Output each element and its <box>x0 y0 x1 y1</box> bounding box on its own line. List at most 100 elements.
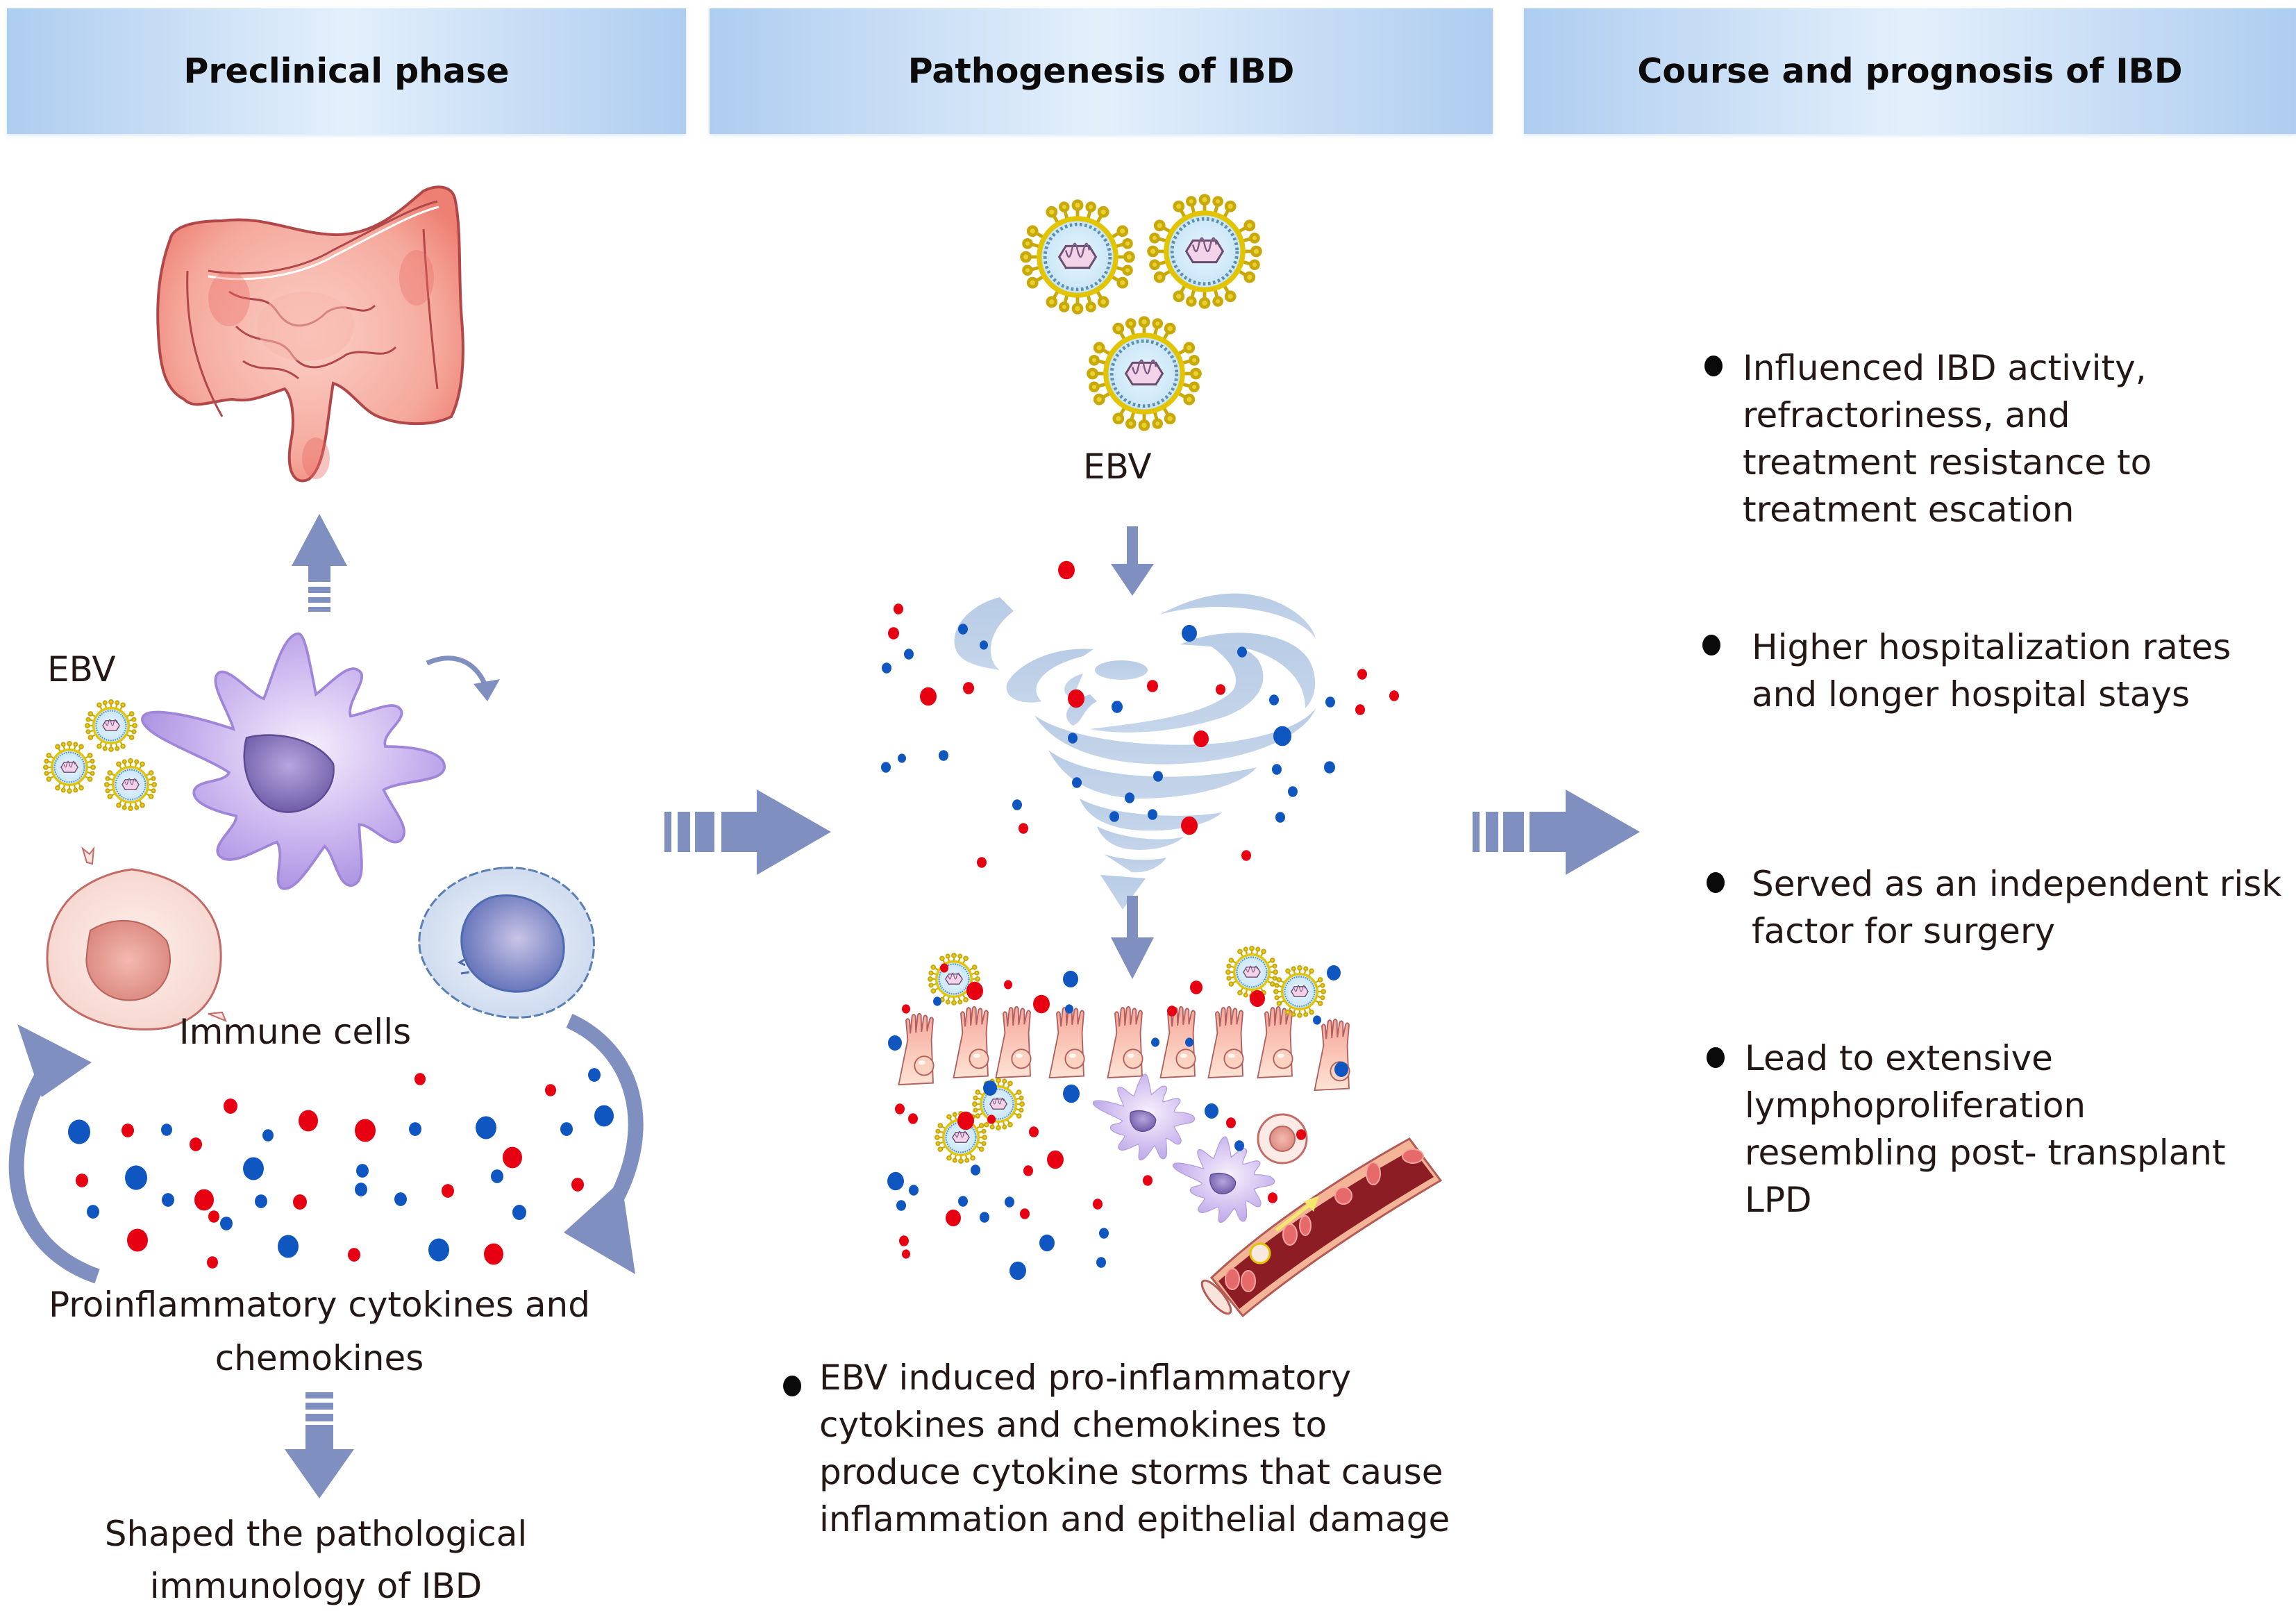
cytokine-dot-red <box>1167 1005 1177 1017</box>
epithelial-cell <box>1048 1005 1085 1079</box>
cytokine-dot-blue <box>1096 1257 1106 1268</box>
course-bullet-1-line4: treatment escation <box>1743 490 2075 530</box>
cytokine-dot-blue <box>909 1185 919 1196</box>
header-course-title: Course and prognosis of IBD <box>1637 51 2183 91</box>
bullet-icon <box>1707 1047 1725 1068</box>
epithelial-cell <box>1314 1018 1350 1092</box>
bullet-icon <box>1702 635 1720 655</box>
bullet-icon <box>1707 872 1725 893</box>
cytokine-dot-blue <box>1269 694 1279 705</box>
cytokine-dot-blue <box>255 1194 267 1208</box>
cytokine-dot-blue <box>980 1212 989 1223</box>
cytokine-dot-blue <box>904 649 914 660</box>
cytokine-dot-blue <box>939 750 948 761</box>
cytokine-dot-red <box>207 1256 218 1269</box>
cytokine-dot-red <box>966 981 983 1001</box>
cytokine-dot-red <box>1047 1150 1064 1169</box>
cytokine-dot-red <box>1357 669 1367 680</box>
cytokine-dot-red <box>571 1178 584 1192</box>
cytokine-dot-blue <box>512 1205 526 1220</box>
cytokine-dot-red <box>977 857 987 868</box>
cytokine-dot-blue <box>356 1164 369 1178</box>
cytokine-dot-blue <box>1065 1004 1073 1014</box>
cytokine-dot-red <box>1068 689 1084 708</box>
cytokine-dot-blue <box>958 1196 968 1207</box>
header-preclinical-title: Preclinical phase <box>183 51 510 91</box>
cytokine-dot-red <box>355 1119 376 1142</box>
course-bullet-1-line2: refractoriness, and <box>1743 395 2070 435</box>
cytokine-dot-red <box>1241 850 1251 861</box>
cytokine-dot-blue <box>980 640 988 650</box>
cytokine-dot-red <box>1023 1165 1033 1176</box>
ebv-virus-cluster-center <box>1022 196 1261 430</box>
cytokine-dot-blue <box>1005 1196 1014 1208</box>
pathogenesis-bullet-line4: inflammation and epithelial damage <box>819 1499 1450 1539</box>
cytokine-dot-blue <box>1205 1103 1218 1119</box>
cytokine-dot-red <box>190 1137 202 1151</box>
course-bullet-4-line4: LPD <box>1745 1180 1812 1220</box>
cytokine-dot-blue <box>162 1193 174 1207</box>
cytokine-dot-blue <box>1039 1234 1055 1252</box>
cytokine-dot-blue <box>560 1122 573 1136</box>
epithelial-cell <box>1107 1005 1143 1079</box>
cytokine-dot-red <box>1058 560 1075 580</box>
arrow-preclinical-to-pathogenesis <box>664 790 831 875</box>
cytokine-dot-red <box>224 1099 237 1114</box>
cytokine-dot-red <box>957 1111 974 1130</box>
course-bullet-1-line1: Influenced IBD activity, <box>1743 348 2147 388</box>
course-bullet-4-line1: Lead to extensive <box>1745 1038 2053 1078</box>
cytokine-dot-blue <box>1063 1084 1080 1103</box>
arrow-ebv-to-storm <box>1111 526 1154 596</box>
course-bullet-4-line3: resembling post- transplant <box>1745 1133 2226 1173</box>
ebv-label-left: EBV <box>47 649 116 690</box>
cytokine-dot-red <box>127 1228 148 1252</box>
cytokine-dot-red <box>1268 1192 1277 1203</box>
cytokine-dot-red <box>1019 823 1028 834</box>
cytokine-dot-blue <box>882 662 891 674</box>
cytokine-dot-red <box>908 1113 918 1124</box>
cytokine-dot-red <box>888 627 899 640</box>
cytokine-dot-blue <box>1182 624 1197 642</box>
cytokine-dot-blue <box>898 753 906 763</box>
cytokine-dot-blue <box>125 1165 147 1190</box>
cytokine-dot-red <box>1226 1117 1236 1128</box>
cytokine-dot-red <box>894 603 903 615</box>
cytokine-dot-blue <box>1012 799 1022 810</box>
arrow-down-to-outcome <box>285 1392 354 1498</box>
pathogenesis-bullet-line3: produce cytokine storms that cause <box>819 1452 1443 1492</box>
header-pathogenesis-title: Pathogenesis of IBD <box>907 51 1295 91</box>
cycle-arrow-right <box>564 1013 644 1274</box>
cytokine-dot-blue <box>1185 1037 1193 1047</box>
cytokine-dot-blue <box>1325 696 1335 708</box>
cytokine-dot-blue <box>278 1235 299 1258</box>
cytokine-dot-blue <box>1125 792 1134 803</box>
cytokine-dot-red <box>76 1174 88 1187</box>
cytokine-dot-blue <box>1327 965 1341 980</box>
arrow-pathogenesis-to-course <box>1473 790 1640 875</box>
cytokine-dot-red <box>503 1146 522 1169</box>
cytokine-dot-blue <box>1234 1140 1244 1151</box>
cytokine-dot-blue <box>1273 726 1291 746</box>
cytokine-dot-blue <box>881 762 891 773</box>
cytokine-dot-blue <box>888 1035 902 1051</box>
cytokine-dot-red <box>1190 980 1203 994</box>
cytokine-dot-red <box>1181 816 1198 835</box>
epithelial-cell-row <box>898 1005 1350 1092</box>
cytokine-dot-blue <box>1288 786 1298 797</box>
cytokine-dot-red <box>1143 1175 1153 1186</box>
epithelial-cell <box>995 1005 1032 1079</box>
dendritic-cell-small-1 <box>1092 1074 1196 1161</box>
cytokine-dot-blue <box>243 1157 264 1180</box>
course-bullet-4-line2: lymphoproliferation <box>1745 1085 2086 1126</box>
cytokine-dot-red <box>293 1194 307 1210</box>
ebv-virus-cluster-left <box>42 699 158 812</box>
cytokine-dot-red <box>414 1073 426 1085</box>
cytokine-dot-red <box>1250 989 1265 1008</box>
cytokine-dot-red <box>946 1209 961 1227</box>
cytokine-dot-blue <box>1112 701 1123 713</box>
header-preclinical-phase: Preclinical phase <box>7 8 686 134</box>
course-bullet-3-line2: factor for surgery <box>1752 911 2056 951</box>
cytokine-dot-blue <box>887 1171 904 1191</box>
cytokine-dot-blue <box>1109 811 1119 822</box>
